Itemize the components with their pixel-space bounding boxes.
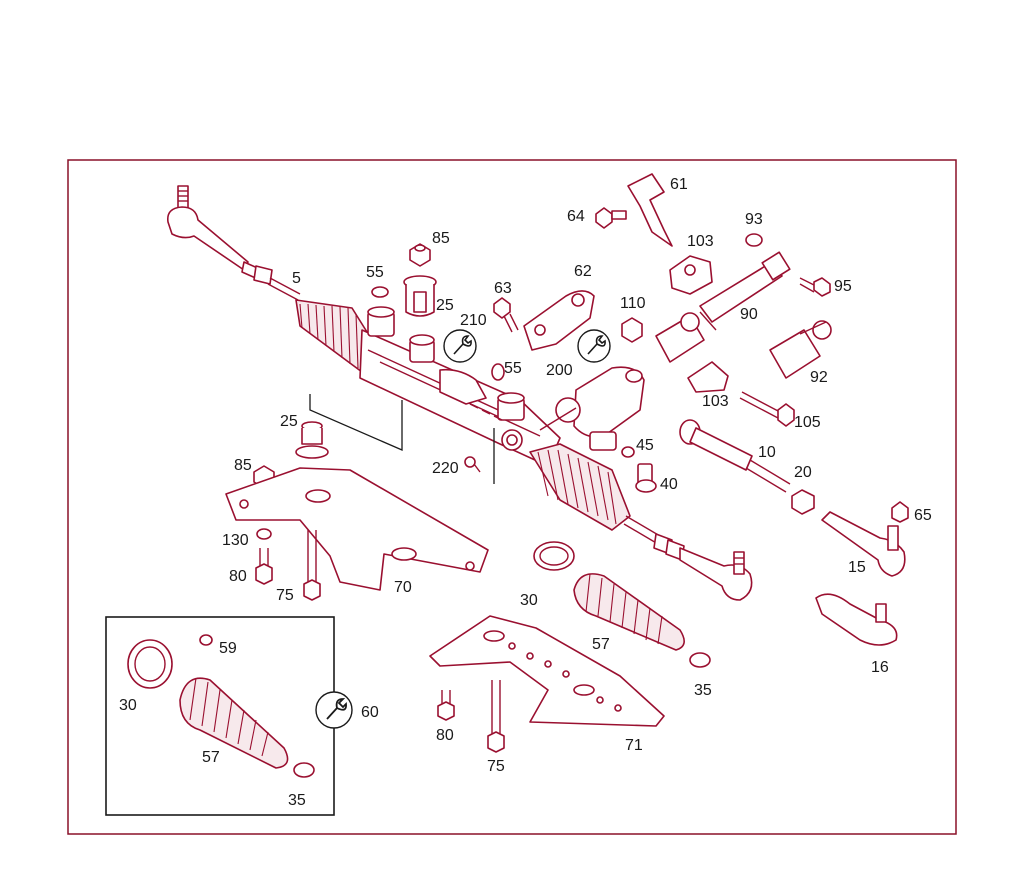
label-105: 105 — [794, 414, 821, 431]
part-tie-rod-right[interactable] — [623, 515, 753, 601]
part-boot-57-inset[interactable] — [179, 677, 289, 769]
label-55-mid: 55 — [504, 360, 522, 377]
label-110: 110 — [620, 295, 646, 312]
label-103-top: 103 — [687, 233, 714, 250]
wrench-icon — [577, 329, 611, 363]
part-bolt-75-left[interactable] — [303, 530, 321, 601]
label-65: 65 — [914, 507, 932, 524]
label-10: 10 — [758, 444, 776, 461]
part-nut-110[interactable] — [621, 317, 643, 343]
label-80-left: 80 — [229, 568, 247, 585]
label-35-mid: 35 — [694, 682, 712, 699]
label-30-mid: 30 — [520, 592, 538, 609]
part-bracket-61[interactable] — [627, 173, 673, 247]
part-bolt-220[interactable] — [464, 456, 481, 473]
label-20: 20 — [794, 464, 812, 481]
part-nut-65[interactable] — [891, 501, 909, 523]
label-80-mid: 80 — [436, 727, 454, 744]
part-washer-59[interactable] — [199, 634, 213, 646]
label-95: 95 — [834, 278, 852, 295]
label-5: 5 — [292, 270, 301, 287]
label-25-low: 25 — [280, 413, 298, 430]
part-boot-57-mid[interactable] — [573, 573, 685, 651]
label-130: 130 — [222, 532, 249, 549]
part-clamp-35-mid[interactable] — [689, 652, 711, 668]
part-bolt-105[interactable] — [739, 391, 795, 427]
part-holder-103-low[interactable] — [687, 361, 729, 393]
label-75-mid: 75 — [487, 758, 505, 775]
label-64: 64 — [567, 208, 585, 225]
label-61: 61 — [670, 176, 688, 193]
label-55-top: 55 — [366, 264, 384, 281]
part-washer-55-mid[interactable] — [491, 363, 505, 381]
label-25-top: 25 — [436, 297, 454, 314]
part-bolt-80-left[interactable] — [255, 548, 273, 585]
part-plug-40[interactable] — [635, 463, 657, 493]
part-bolt-63[interactable] — [493, 297, 519, 333]
part-tie-rod-left[interactable] — [166, 185, 301, 301]
label-16: 16 — [871, 659, 889, 676]
label-70: 70 — [394, 579, 412, 596]
part-steering-rack[interactable] — [295, 299, 631, 531]
part-shaft-90[interactable] — [655, 251, 791, 363]
diagram-frame — [67, 159, 957, 835]
label-103-low: 103 — [702, 393, 729, 410]
label-200: 200 — [546, 362, 573, 379]
part-inner-tie-rod-10[interactable] — [679, 419, 791, 493]
part-washer-93[interactable] — [745, 233, 763, 247]
label-71: 71 — [625, 737, 643, 754]
label-15: 15 — [848, 559, 866, 576]
label-85-low: 85 — [234, 457, 252, 474]
part-nut-85-top[interactable] — [409, 243, 431, 267]
label-90: 90 — [740, 306, 758, 323]
label-75-left: 75 — [276, 587, 294, 604]
label-57-mid: 57 — [592, 636, 610, 653]
wrench-icon — [443, 329, 477, 363]
label-220: 220 — [432, 460, 459, 477]
part-washer-130[interactable] — [256, 528, 272, 540]
label-45: 45 — [636, 437, 654, 454]
label-59: 59 — [219, 640, 237, 657]
part-ball-joint-16[interactable] — [815, 593, 898, 646]
wrench-icon — [315, 691, 353, 729]
part-servo-unit[interactable] — [539, 366, 645, 451]
part-clamp-35-inset[interactable] — [293, 762, 315, 778]
part-bushing-25-top[interactable] — [403, 275, 437, 317]
part-clamp-30-mid[interactable] — [533, 541, 575, 571]
part-bracket-70[interactable] — [225, 467, 489, 591]
part-bolt-80-mid[interactable] — [437, 690, 455, 721]
part-bracket-62[interactable] — [523, 290, 595, 351]
part-bushing-25-low[interactable] — [295, 421, 329, 459]
label-35-inset: 35 — [288, 792, 306, 809]
part-washer-55-top[interactable] — [371, 286, 389, 298]
label-40: 40 — [660, 476, 678, 493]
label-60: 60 — [361, 704, 379, 721]
leader-25 — [309, 394, 403, 451]
part-holder-103-top[interactable] — [669, 255, 713, 295]
part-clamp-30-inset[interactable] — [127, 639, 173, 689]
label-63: 63 — [494, 280, 512, 297]
label-57-inset: 57 — [202, 749, 220, 766]
part-bolt-64[interactable] — [595, 207, 627, 229]
part-bolt-95[interactable] — [799, 277, 831, 297]
part-crossmember-71[interactable] — [429, 615, 665, 727]
part-bolt-75-mid[interactable] — [487, 680, 505, 753]
label-62: 62 — [574, 263, 592, 280]
label-93: 93 — [745, 211, 763, 228]
part-joint-92[interactable] — [769, 320, 832, 379]
label-30-inset: 30 — [119, 697, 137, 714]
label-85-top: 85 — [432, 230, 450, 247]
part-ring-45[interactable] — [621, 446, 635, 458]
part-tie-rod-end-15[interactable] — [821, 511, 906, 577]
part-nut-20[interactable] — [791, 489, 815, 515]
label-210: 210 — [460, 312, 487, 329]
label-92: 92 — [810, 369, 828, 386]
